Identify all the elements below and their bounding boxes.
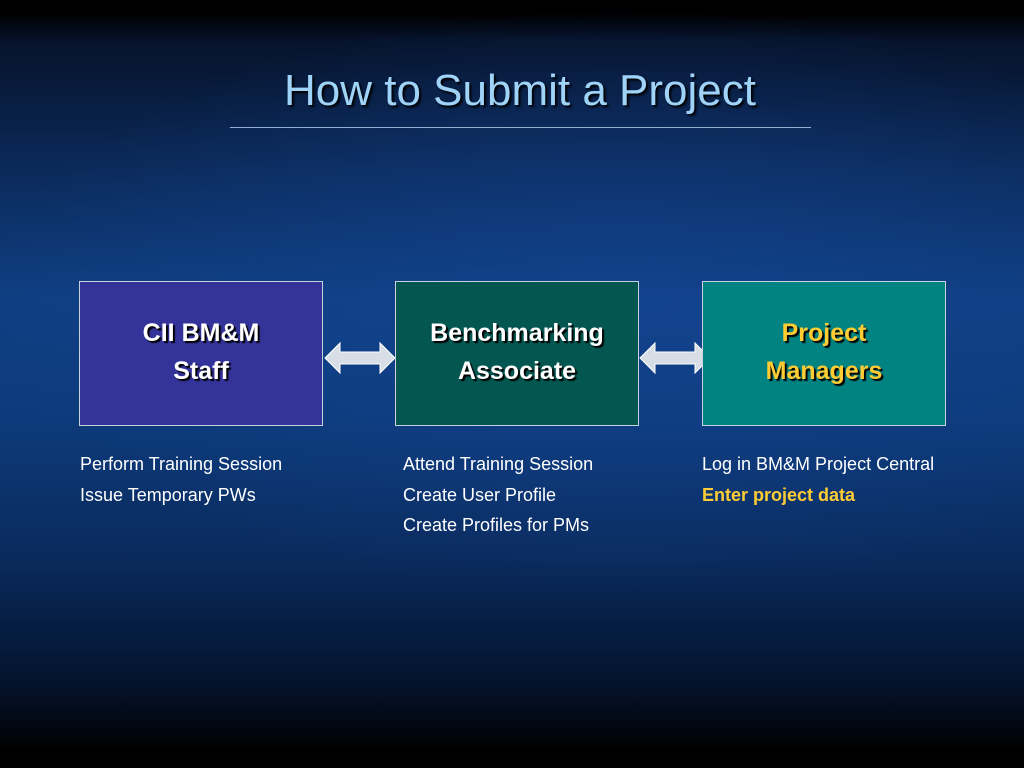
associate-steps-list: Attend Training Session Create User Prof… bbox=[403, 449, 593, 541]
title-divider bbox=[230, 127, 811, 128]
list-item: Log in BM&M Project Central bbox=[702, 454, 935, 474]
slide-title: How to Submit a Project bbox=[284, 66, 756, 115]
box-cii-staff-label: CII BM&M Staff bbox=[142, 319, 260, 385]
highlighted-list-item: Enter project data bbox=[702, 484, 856, 505]
box-project-managers: Project Managers bbox=[702, 281, 946, 426]
list-item: Create Profiles for PMs bbox=[403, 515, 590, 535]
list-item: Issue Temporary PWs bbox=[80, 484, 256, 505]
box-benchmarking-associate: Benchmarking Associate bbox=[395, 281, 639, 426]
list-item: Perform Training Session bbox=[80, 454, 283, 474]
double-arrow-icon bbox=[324, 341, 396, 375]
staff-steps-list: Perform Training Session Issue Temporary… bbox=[80, 449, 282, 510]
box-cii-staff: CII BM&M Staff bbox=[79, 281, 323, 426]
list-item: Attend Training Session bbox=[403, 454, 594, 474]
project-managers-steps-list: Log in BM&M Project Central Enter projec… bbox=[702, 449, 934, 510]
list-item: Create User Profile bbox=[403, 484, 557, 505]
box-benchmarking-associate-label: Benchmarking Associate bbox=[430, 319, 604, 385]
box-project-managers-label: Project Managers bbox=[765, 319, 883, 385]
double-arrow-icon bbox=[639, 341, 711, 375]
